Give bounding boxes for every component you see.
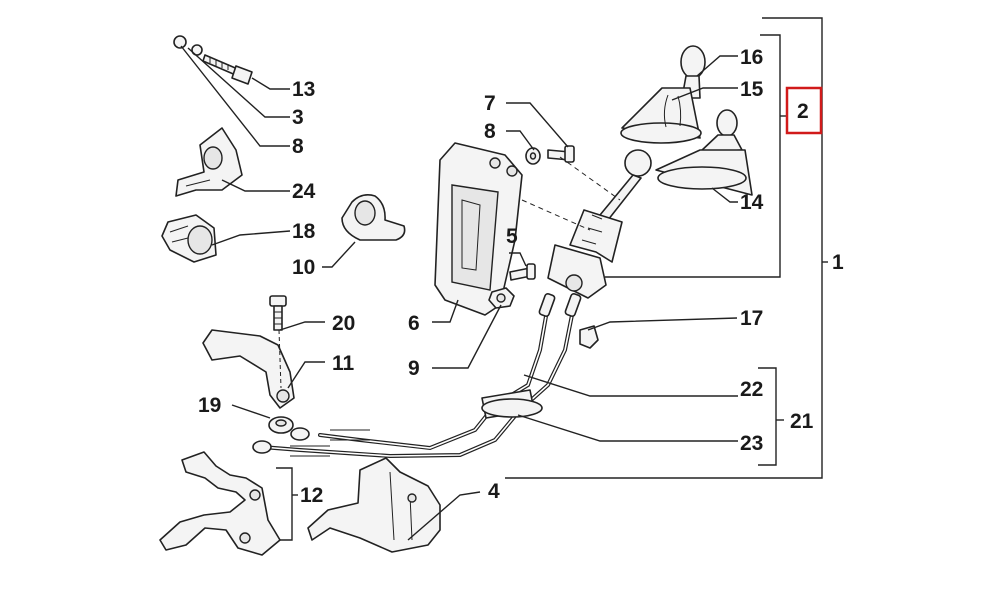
callout-8-left[interactable]: 8 (292, 135, 304, 158)
bracket-group-1 (505, 17, 828, 479)
callout-labels: 16 15 2 14 1 13 3 8 24 18 10 7 8 5 6 9 2… (198, 46, 844, 507)
callout-4[interactable]: 4 (488, 480, 500, 503)
gear-shifter-assembly-part-2[interactable] (547, 149, 652, 299)
gear-boot-part-14[interactable] (655, 109, 753, 196)
callout-22[interactable]: 22 (740, 378, 763, 401)
gear-boot-part-15[interactable] (620, 87, 702, 144)
bracket-group-12 (276, 467, 298, 541)
callout-3[interactable]: 3 (292, 106, 304, 129)
callout-23[interactable]: 23 (740, 432, 763, 455)
nut-part-9[interactable] (488, 287, 515, 309)
callout-2-highlight-box (785, 86, 823, 135)
callout-9[interactable]: 9 (408, 357, 420, 380)
washer-part-8[interactable] (525, 147, 541, 165)
callout-2[interactable]: 2 (797, 100, 809, 123)
rubber-mount-part-10[interactable] (341, 194, 406, 241)
lever-housing-part-6[interactable] (434, 142, 523, 316)
bolt-part-20[interactable] (269, 295, 287, 331)
callout-20[interactable]: 20 (332, 312, 355, 335)
callout-21[interactable]: 21 (790, 410, 814, 433)
callout-13[interactable]: 13 (292, 78, 315, 101)
leader-lines (180, 45, 738, 541)
clip-part-17[interactable] (579, 325, 599, 349)
callout-1[interactable]: 1 (832, 251, 844, 274)
support-bracket-part-4[interactable] (307, 457, 441, 553)
callout-5[interactable]: 5 (506, 225, 518, 248)
bolt-washer-set-13-3-8[interactable] (173, 35, 253, 85)
callout-8-upper[interactable]: 8 (484, 120, 496, 143)
shift-lever-bracket-part-12[interactable] (159, 451, 281, 556)
callout-24[interactable]: 24 (292, 180, 316, 203)
callout-19[interactable]: 19 (198, 394, 221, 417)
callout-12[interactable]: 12 (300, 484, 323, 507)
callout-6[interactable]: 6 (408, 312, 420, 335)
callout-17[interactable]: 17 (740, 307, 763, 330)
callout-14[interactable]: 14 (740, 191, 764, 214)
gear-cable-set-part-21[interactable] (252, 292, 582, 459)
lever-part-11[interactable] (202, 329, 295, 409)
bolt-part-7[interactable] (547, 145, 575, 163)
bushing-part-18[interactable] (161, 214, 217, 263)
screw-part-5[interactable] (509, 263, 536, 281)
callout-7[interactable]: 7 (484, 92, 496, 115)
callout-15[interactable]: 15 (740, 78, 764, 101)
mount-bracket-part-24[interactable] (175, 127, 243, 197)
callout-10[interactable]: 10 (292, 256, 315, 279)
callout-18[interactable]: 18 (292, 220, 316, 243)
bush-part-19[interactable] (268, 416, 294, 434)
callout-11[interactable]: 11 (332, 352, 355, 375)
bracket-group-21 (758, 367, 784, 466)
callout-16[interactable]: 16 (740, 46, 763, 69)
